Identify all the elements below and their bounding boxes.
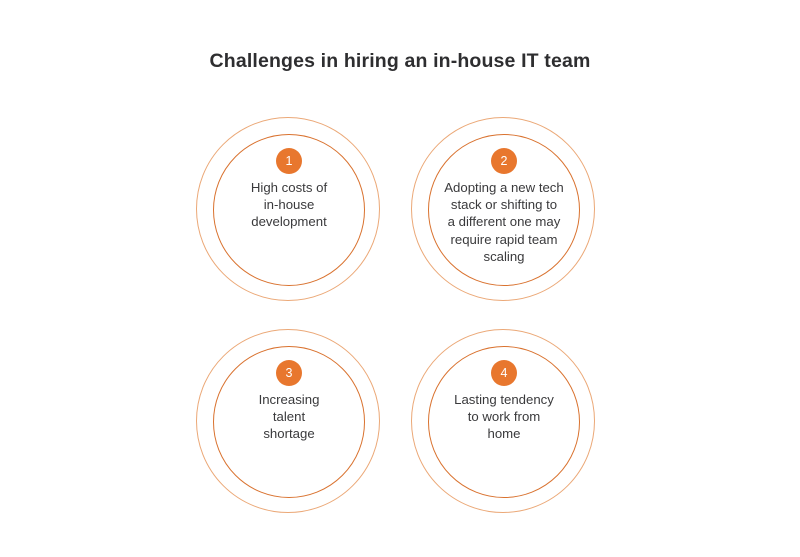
outer-ring-decoration: [411, 329, 595, 513]
circle-item-3: 3 Increasing talent shortage: [196, 329, 382, 515]
circle-label-2: Adopting a new tech stack or shifting to…: [444, 180, 564, 264]
circle-label-4: Lasting tendency to work from home: [454, 392, 554, 442]
circle-item-2: 2 Adopting a new tech stack or shifting …: [411, 117, 597, 303]
circle-label-3: Increasing talent shortage: [258, 392, 320, 442]
number-badge-1: 1: [276, 148, 302, 174]
number-badge-4: 4: [491, 360, 517, 386]
circle-item-1: 1 High costs of in-house development: [196, 117, 382, 303]
number-badge-3: 3: [276, 360, 302, 386]
outer-ring-decoration: [411, 117, 595, 301]
outer-ring-decoration: [196, 329, 380, 513]
number-badge-2: 2: [491, 148, 517, 174]
inner-ring-decoration: [428, 346, 580, 498]
inner-ring-decoration: [428, 134, 580, 286]
outer-ring-decoration: [196, 117, 380, 301]
inner-ring-decoration: [213, 134, 365, 286]
circle-label-1: High costs of in-house development: [250, 180, 328, 230]
inner-ring-decoration: [213, 346, 365, 498]
circle-item-4: 4 Lasting tendency to work from home: [411, 329, 597, 515]
page-title: Challenges in hiring an in-house IT team: [209, 50, 591, 72]
